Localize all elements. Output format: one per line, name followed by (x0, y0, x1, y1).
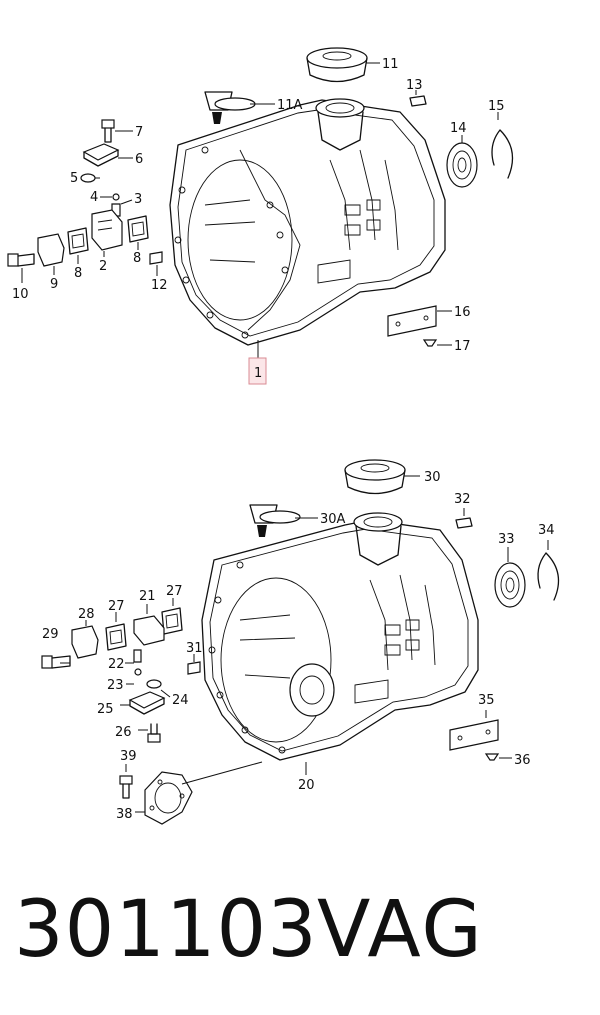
part-number-label: 301103 (14, 885, 318, 975)
bottom-assembly: 30 30A 32 33 34 28 27 21 27 29 22 31 23 … (41, 459, 560, 825)
callout-34: 34 (538, 523, 555, 538)
callout-8-left: 8 (74, 266, 82, 281)
callout-16: 16 (454, 305, 471, 320)
part-27-gasket-left (105, 623, 127, 651)
callout-1-highlight (248, 357, 267, 385)
part-12-pin (149, 251, 163, 265)
part-35-plate (449, 719, 499, 751)
callout-2: 2 (99, 259, 107, 274)
callout-36: 36 (514, 753, 531, 768)
part-31-pin (187, 661, 201, 675)
callout-8-right: 8 (133, 251, 141, 266)
part-5-washer (80, 173, 96, 183)
callout-35: 35 (478, 693, 495, 708)
callout-13: 13 (406, 78, 423, 93)
callout-12: 12 (151, 278, 168, 293)
callout-24: 24 (172, 693, 189, 708)
part-21-switch-housing (133, 615, 165, 646)
part-33-bearing (494, 562, 526, 608)
part-22-pin (133, 649, 142, 663)
part-11a-breather (204, 91, 256, 124)
callout-30: 30 (424, 470, 441, 485)
callout-29: 29 (42, 627, 59, 642)
callout-26: 26 (115, 725, 132, 740)
part-17-rivet (422, 339, 438, 347)
part-26-bolt (147, 723, 161, 743)
part-6-bracket (82, 143, 120, 167)
callout-11: 11 (382, 57, 399, 72)
callout-22: 22 (108, 657, 125, 672)
part-8-gasket-right (127, 215, 149, 243)
part-14-bearing (446, 142, 478, 188)
callout-15: 15 (488, 99, 505, 114)
part-38-cover-plate (144, 771, 193, 825)
callout-14: 14 (450, 121, 467, 136)
callout-10: 10 (12, 287, 29, 302)
callout-6: 6 (135, 152, 143, 167)
callout-32: 32 (454, 492, 471, 507)
exploded-view-diagram: 11 11A 13 14 15 7 6 5 4 3 8 2 8 9 10 12 … (7, 47, 560, 825)
callout-20: 20 (298, 778, 315, 793)
callout-39: 39 (120, 749, 137, 764)
callout-25: 25 (97, 702, 114, 717)
callout-17: 17 (454, 339, 471, 354)
part-30-cap (344, 459, 406, 495)
part-32-pin (455, 517, 473, 529)
callout-11a: 11A (277, 98, 303, 113)
part-16-plate (387, 305, 437, 337)
top-assembly: 11 11A 13 14 15 7 6 5 4 3 8 2 8 9 10 12 … (7, 47, 514, 385)
gearbox-housing-bottom (201, 512, 479, 761)
callout-7: 7 (135, 125, 143, 140)
part-11-cap (306, 47, 368, 83)
callout-38: 38 (116, 807, 133, 822)
callout-33: 33 (498, 532, 515, 547)
callout-4: 4 (90, 190, 98, 205)
callout-27-right: 27 (166, 584, 183, 599)
callout-1: 1 (254, 366, 262, 381)
callout-3: 3 (134, 192, 142, 207)
callout-27-left: 27 (108, 599, 125, 614)
part-7-bolt (101, 119, 115, 143)
callout-31: 31 (186, 641, 203, 656)
callout-30a: 30A (320, 512, 346, 527)
part-28-cover (71, 625, 99, 659)
part-4-ball (112, 193, 120, 201)
part-9-cover (37, 233, 65, 267)
part-39-bolt (119, 775, 133, 799)
part-30a-breather (249, 504, 301, 537)
part-29-bolt (41, 655, 71, 669)
part-23-ball (134, 668, 142, 676)
callout-23: 23 (107, 678, 124, 693)
part-10-bolt (7, 253, 35, 267)
part-24-washer (146, 679, 162, 689)
callout-9: 9 (50, 277, 58, 292)
part-34-circlip (537, 552, 560, 601)
footer-label: 301103 VAG (14, 885, 594, 985)
part-27-gasket-right (161, 607, 183, 635)
part-25-bracket (128, 691, 166, 715)
brand-label: VAG (317, 885, 484, 975)
part-8-gasket-left (67, 227, 89, 255)
part-36-rivet (484, 753, 500, 761)
gearbox-housing-top (169, 98, 446, 346)
part-15-circlip (491, 129, 514, 179)
part-13-pin (409, 95, 427, 107)
callout-5: 5 (70, 171, 78, 186)
part-2-switch-housing (91, 209, 123, 251)
callout-28: 28 (78, 607, 95, 622)
callout-21: 21 (139, 589, 156, 604)
